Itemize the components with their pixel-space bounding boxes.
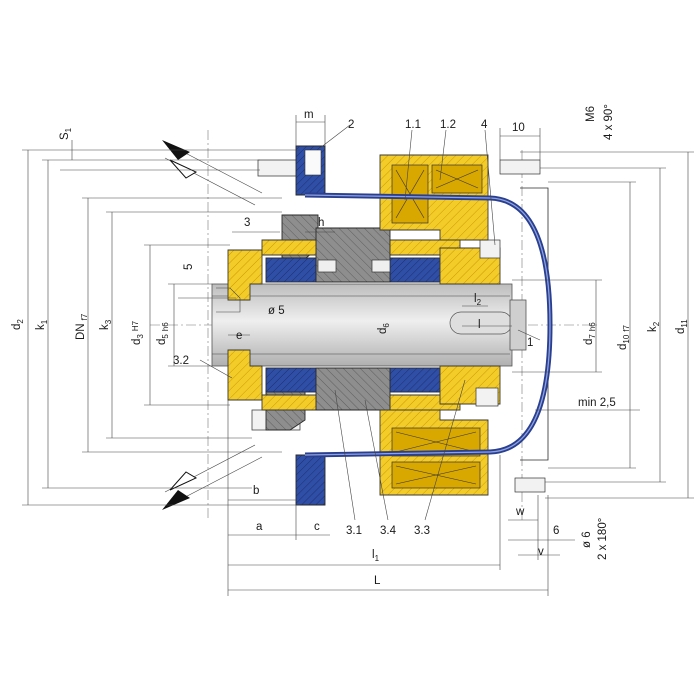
label-L: L bbox=[374, 575, 381, 587]
part-2-lower bbox=[295, 454, 326, 506]
label-m6-angle: 4 x 90° bbox=[603, 104, 615, 140]
bearing-upper-left bbox=[265, 257, 317, 283]
bearing-upper-right bbox=[389, 257, 441, 283]
shaft-end-nut bbox=[509, 299, 527, 351]
label-d7: d7h6 bbox=[583, 322, 597, 345]
label-k3: k3 bbox=[99, 319, 113, 330]
label-part-4: 4 bbox=[481, 119, 488, 131]
label-k1: k1 bbox=[35, 319, 49, 330]
label-l2: l2 bbox=[474, 293, 482, 307]
label-part-3-2: 3.2 bbox=[173, 355, 189, 367]
leader-lines bbox=[199, 124, 541, 521]
label-d10: d10f7 bbox=[617, 324, 631, 350]
label-d5: d5h6 bbox=[156, 322, 170, 345]
label-part-3-3: 3.3 bbox=[414, 525, 430, 537]
label-part-2: 2 bbox=[348, 119, 354, 131]
label-k2: k2 bbox=[647, 321, 661, 332]
label-10: 10 bbox=[512, 122, 525, 134]
label-part-1-2: 1.2 bbox=[440, 119, 456, 131]
label-m6: M6 bbox=[585, 106, 597, 122]
label-5-vertical: 5 bbox=[183, 264, 195, 270]
label-d3: d3H7 bbox=[131, 320, 145, 345]
label-d2: d2 bbox=[11, 319, 25, 330]
left-dimensions bbox=[22, 140, 300, 506]
part-3-1-upper bbox=[315, 227, 391, 283]
label-dn: DNf7 bbox=[75, 313, 89, 340]
hub-assembly bbox=[211, 227, 527, 411]
labels: d2 k1 DNf7 k3 d3H7 d5h6 S1 5 m 2 1.1 1.2… bbox=[11, 104, 689, 587]
label-m: m bbox=[304, 109, 314, 121]
label-part-1-1: 1.1 bbox=[405, 119, 421, 131]
label-a: a bbox=[256, 521, 263, 533]
part-3-1-lower bbox=[315, 367, 391, 411]
label-3: 3 bbox=[244, 217, 250, 229]
label-d6: d6 bbox=[377, 323, 391, 334]
label-e: e bbox=[236, 330, 242, 342]
arrow-in-lower bbox=[162, 490, 190, 510]
label-dia6-angle: 2 x 180° bbox=[597, 518, 609, 560]
label-min-2-5: min 2,5 bbox=[578, 397, 616, 409]
label-d11: d11 bbox=[675, 319, 689, 334]
bearing-lower-left bbox=[265, 367, 317, 393]
label-part-3-1: 3.1 bbox=[346, 525, 362, 537]
label-v: v bbox=[538, 546, 544, 558]
upper-port-screw bbox=[257, 159, 301, 177]
label-l1: l1 bbox=[372, 549, 380, 563]
label-dia5: ø 5 bbox=[268, 305, 285, 317]
label-w: w bbox=[515, 506, 525, 518]
label-s1: S1 bbox=[59, 127, 73, 140]
label-l: l bbox=[478, 319, 481, 331]
label-6: 6 bbox=[553, 525, 559, 537]
bottom-dimensions bbox=[178, 115, 640, 596]
right-dimensions bbox=[512, 151, 694, 499]
label-dia6: ø 6 bbox=[581, 531, 593, 548]
label-b: b bbox=[253, 485, 259, 497]
label-part-3-4: 3.4 bbox=[380, 525, 397, 537]
label-h: h bbox=[318, 217, 324, 229]
label-c: c bbox=[314, 521, 320, 533]
label-1: 1 bbox=[527, 337, 533, 349]
bearing-lower-right bbox=[389, 367, 441, 393]
key-slot bbox=[449, 311, 513, 335]
